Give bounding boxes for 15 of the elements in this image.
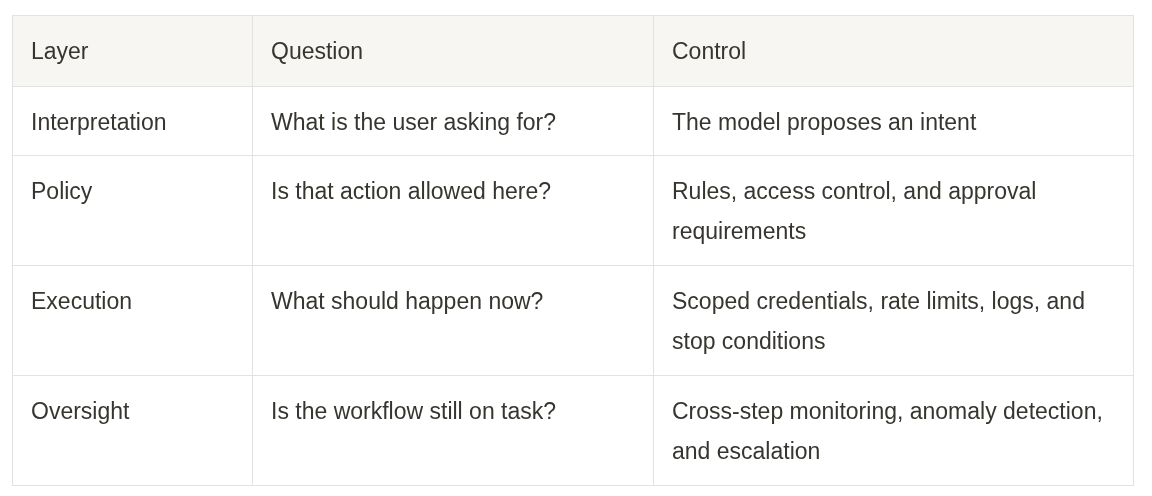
table-cell: Oversight: [13, 376, 253, 486]
table-cell: Scoped credentials, rate limits, logs, and stop conditions: [654, 266, 1134, 376]
table-cell: Is that action allowed here?: [253, 156, 654, 266]
column-header: Question: [253, 16, 654, 87]
table-cell: Is the workflow still on task?: [253, 376, 654, 486]
column-header: Layer: [13, 16, 253, 87]
table-cell: What should happen now?: [253, 266, 654, 376]
table-cell: What is the user asking for?: [253, 87, 654, 156]
table-cell: Policy: [13, 156, 253, 266]
table-cell: Interpretation: [13, 87, 253, 156]
table-cell: Execution: [13, 266, 253, 376]
table-cell: The model proposes an intent: [654, 87, 1134, 156]
table-cell: Rules, access control, and approval requirements: [654, 156, 1134, 266]
column-header: Control: [654, 16, 1134, 87]
table-cell: Cross-step monitoring, anomaly detection, and escalation: [654, 376, 1134, 486]
